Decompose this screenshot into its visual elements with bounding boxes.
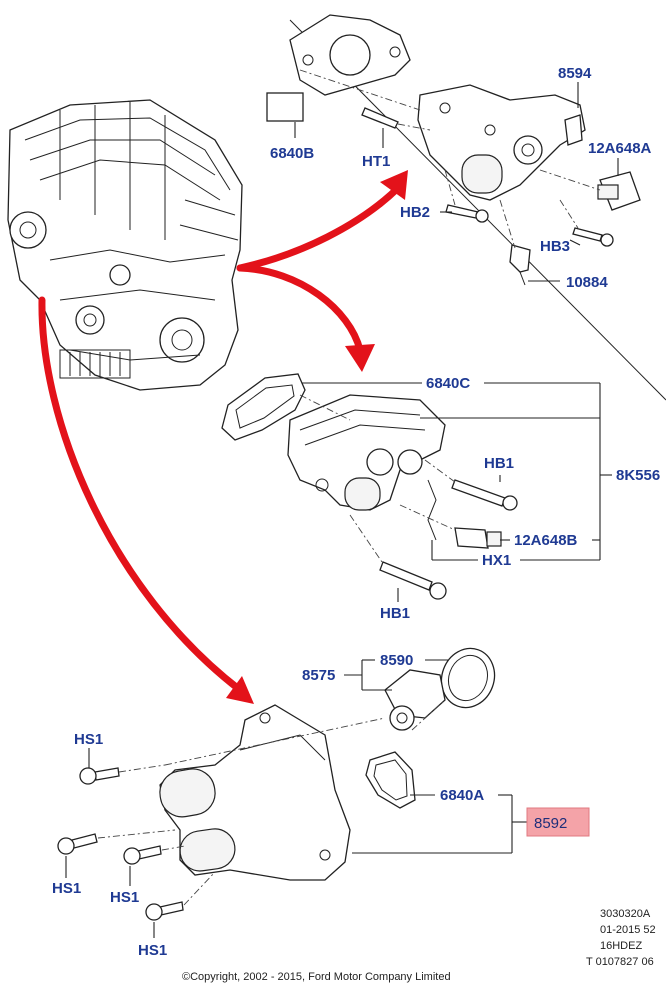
middle-housing-assembly (221, 373, 518, 600)
leader-lines (65, 82, 619, 938)
meta-line-4: T 0107827 06 (586, 956, 654, 968)
label-12A648B: 12A648B (514, 532, 578, 549)
label-8575: 8575 (302, 667, 335, 684)
meta-line-2: 01-2015 52 (600, 924, 656, 936)
copyright-notice: ©Copyright, 2002 - 2015, Ford Motor Comp… (182, 971, 451, 983)
label-HB3: HB3 (540, 238, 570, 255)
label-10884: 10884 (566, 274, 608, 291)
label-HS1-bottom: HS1 (138, 942, 167, 959)
label-HT1: HT1 (362, 153, 390, 170)
upper-housing-assembly (266, 14, 641, 286)
label-8594: 8594 (558, 65, 592, 82)
part-labels: 6840B HT1 8594 12A648A HB2 HB3 10884 684… (52, 65, 660, 959)
meta-line-1: 3030320A (600, 908, 651, 920)
label-HS1-middle: HS1 (110, 889, 139, 906)
label-6840A: 6840A (440, 787, 484, 804)
engine-illustration (7, 99, 243, 391)
drawing-metadata: 3030320A 01-2015 52 16HDEZ T 0107827 06 (586, 908, 656, 968)
lower-housing-assembly (57, 647, 496, 921)
label-HB2: HB2 (400, 204, 430, 221)
label-12A648A: 12A648A (588, 140, 652, 157)
label-HB1-bottom: HB1 (380, 605, 410, 622)
red-arrows (38, 170, 408, 704)
label-8590: 8590 (380, 652, 413, 669)
label-HS1-left: HS1 (52, 880, 81, 897)
label-HX1: HX1 (482, 552, 511, 569)
label-6840C: 6840C (426, 375, 470, 392)
label-8K556: 8K556 (616, 467, 660, 484)
label-HB1-right: HB1 (484, 455, 514, 472)
highlight-box-8592 (526, 807, 590, 837)
label-6840B: 6840B (270, 145, 314, 162)
meta-line-3: 16HDEZ (600, 940, 642, 952)
label-8592: 8592 (534, 815, 567, 832)
label-HS1-top: HS1 (74, 731, 103, 748)
